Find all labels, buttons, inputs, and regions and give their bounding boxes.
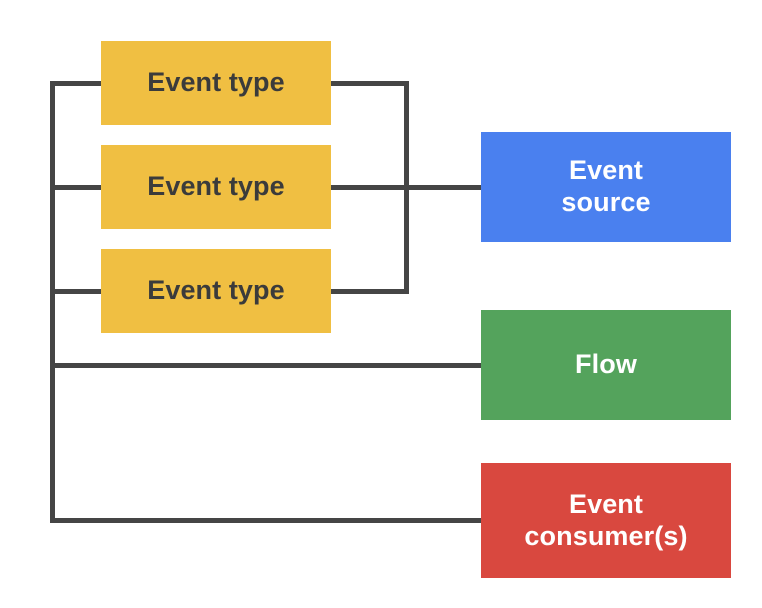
node-event-source[interactable]: Event source	[481, 132, 731, 242]
node-event-consumers[interactable]: Event consumer(s)	[481, 463, 731, 578]
node-event-type-1-label: Event type	[147, 67, 285, 98]
node-event-source-label: Event source	[561, 155, 651, 217]
node-event-type-2-label: Event type	[147, 171, 285, 202]
node-event-type-3[interactable]: Event type	[101, 249, 331, 333]
node-event-type-1[interactable]: Event type	[101, 41, 331, 125]
node-event-type-3-label: Event type	[147, 275, 285, 306]
node-flow[interactable]: Flow	[481, 310, 731, 420]
node-event-type-2[interactable]: Event type	[101, 145, 331, 229]
node-event-consumers-label: Event consumer(s)	[524, 488, 688, 551]
node-flow-label: Flow	[575, 349, 637, 380]
